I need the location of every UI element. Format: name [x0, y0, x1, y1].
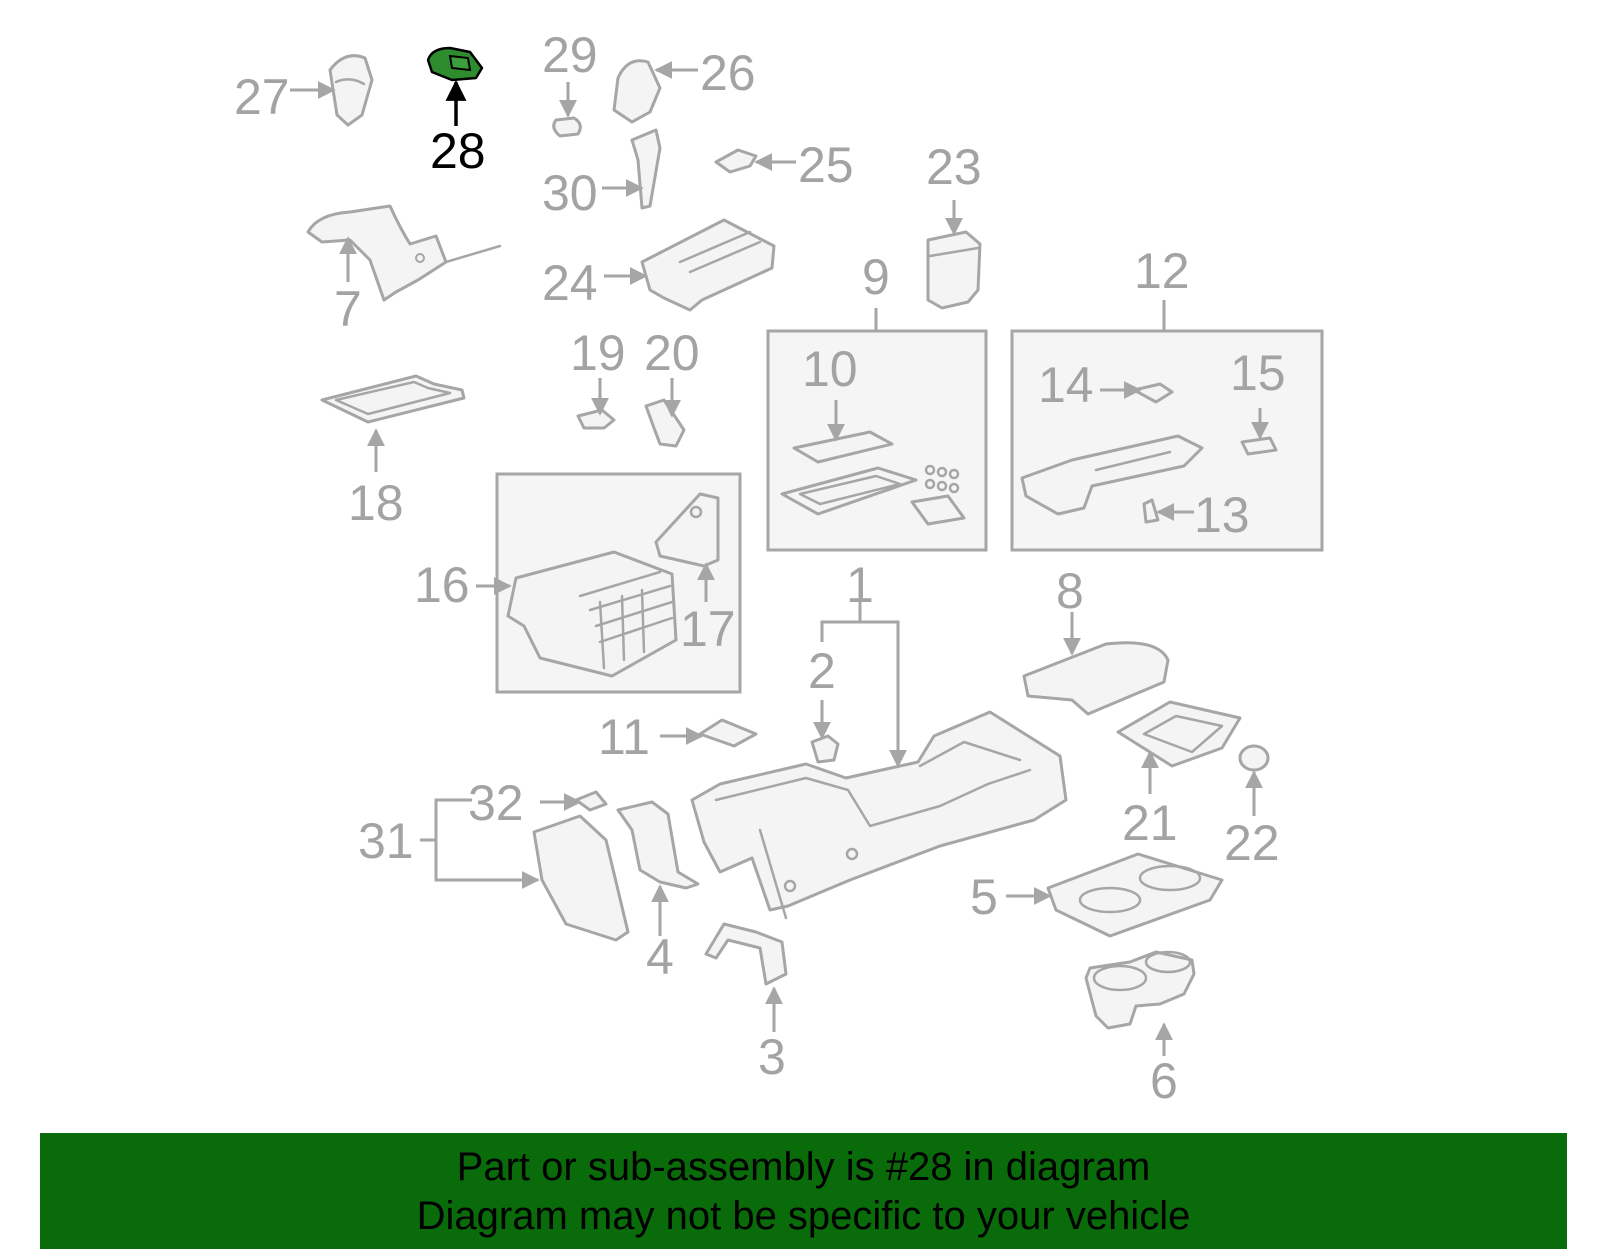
info-banner: Part or sub-assembly is #28 in diagram D…	[40, 1133, 1567, 1249]
part-6	[1084, 950, 1196, 1030]
part-12-assembly	[1020, 382, 1278, 524]
part-25	[714, 148, 758, 174]
callout-13: 13	[1194, 487, 1250, 543]
callout-5: 5	[970, 869, 998, 925]
part-1	[690, 710, 1068, 920]
callout-10: 10	[802, 341, 858, 397]
part-8	[1022, 641, 1170, 716]
part-22	[1238, 744, 1270, 772]
part-4	[616, 800, 700, 890]
part-3	[704, 922, 788, 986]
callout-28[interactable]: 28	[430, 123, 486, 179]
callout-2: 2	[808, 643, 836, 699]
part-32	[574, 790, 608, 812]
part-28[interactable]	[426, 46, 484, 82]
part-10	[780, 430, 966, 526]
callout-19: 19	[570, 325, 626, 381]
callout-21: 21	[1122, 795, 1178, 851]
callout-6: 6	[1150, 1053, 1178, 1109]
part-5	[1046, 852, 1224, 938]
part-26	[612, 59, 662, 124]
banner-line-part: Part or sub-assembly is #28 in diagram	[456, 1145, 1151, 1189]
callout-31: 31	[358, 813, 414, 869]
callout-22: 22	[1224, 815, 1280, 871]
callout-18: 18	[348, 475, 404, 531]
callout-24: 24	[542, 255, 598, 311]
callout-27: 27	[234, 69, 290, 125]
callout-32: 32	[468, 775, 524, 831]
part-19	[576, 408, 616, 430]
part-11	[698, 718, 758, 748]
callout-7: 7	[334, 281, 362, 337]
callout-15: 15	[1230, 345, 1286, 401]
part-16	[506, 550, 678, 678]
part-18	[320, 374, 466, 424]
callout-29: 29	[542, 27, 598, 83]
callout-11: 11	[598, 709, 650, 765]
part-27	[328, 54, 374, 127]
part-23	[926, 230, 982, 310]
part-30	[630, 128, 662, 210]
banner-line-disclaimer: Diagram may not be specific to your vehi…	[416, 1194, 1191, 1238]
callout-9: 9	[862, 249, 890, 305]
callout-12: 12	[1134, 243, 1190, 299]
part-21	[1116, 700, 1242, 768]
callout-25: 25	[798, 137, 854, 193]
leader-lines	[290, 61, 1269, 1056]
callout-26: 26	[700, 45, 756, 101]
part-2	[810, 734, 840, 764]
callout-1: 1	[846, 557, 874, 613]
part-17	[654, 492, 720, 568]
callout-20: 20	[644, 325, 700, 381]
part-24	[640, 218, 776, 312]
callout-14: 14	[1038, 357, 1094, 413]
callout-16: 16	[414, 557, 470, 613]
part-29	[552, 116, 582, 138]
part-7	[306, 204, 502, 302]
callout-17: 17	[680, 601, 736, 657]
part-20	[644, 398, 686, 448]
callout-4: 4	[646, 929, 674, 985]
part-31	[532, 814, 630, 942]
callout-23: 23	[926, 139, 982, 195]
callout-8: 8	[1056, 563, 1084, 619]
callout-30: 30	[542, 165, 598, 221]
callout-3: 3	[758, 1029, 786, 1085]
